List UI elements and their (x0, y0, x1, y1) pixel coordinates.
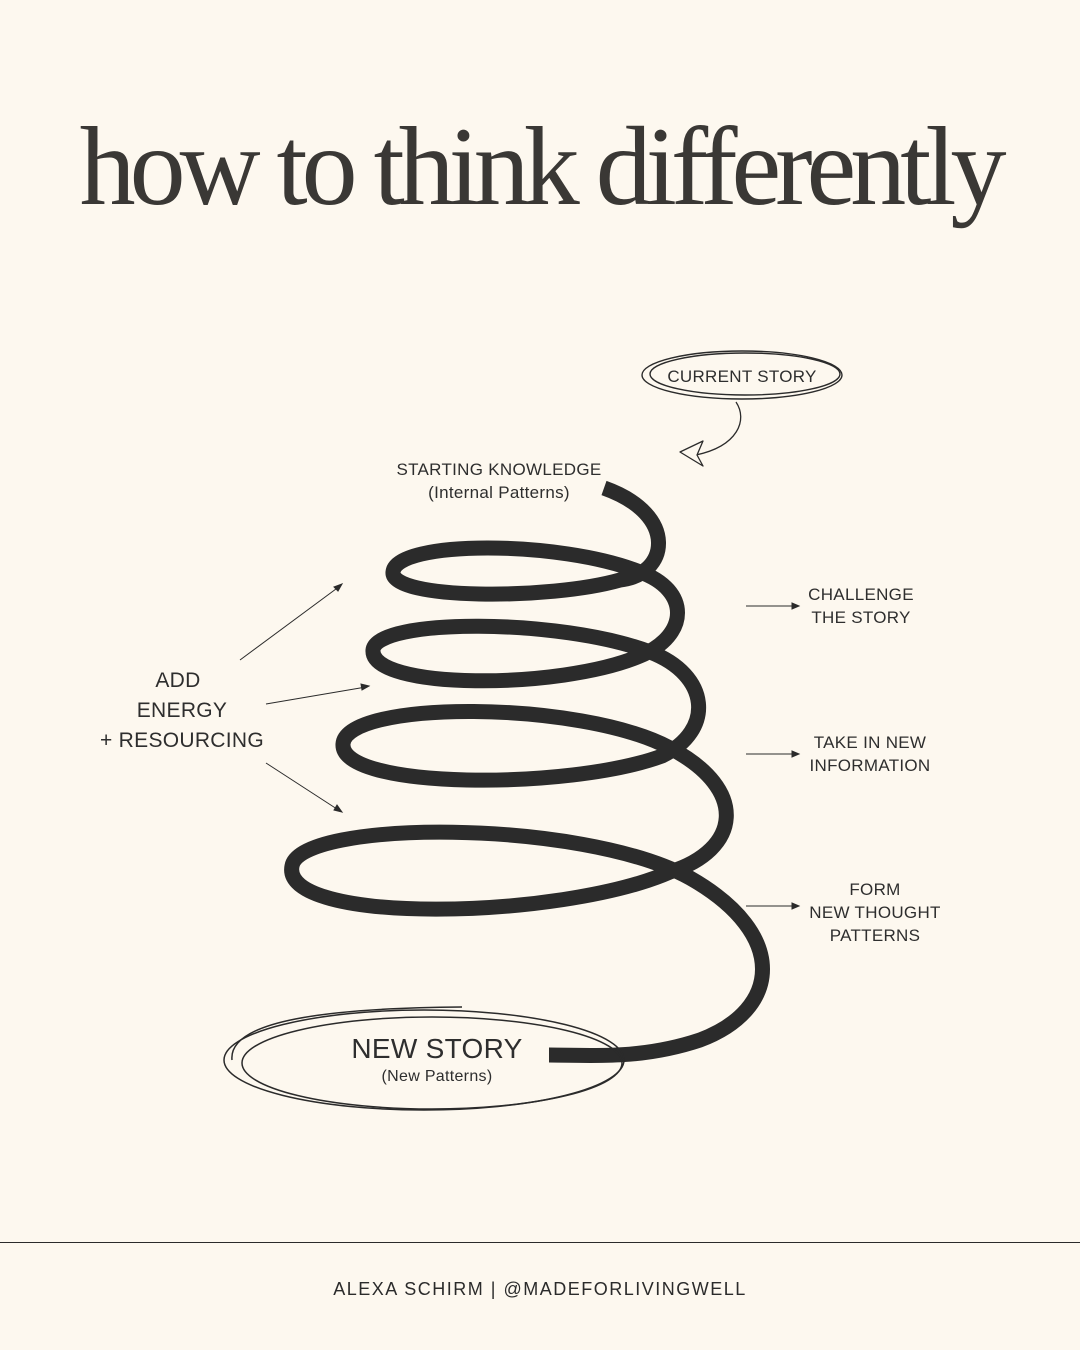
form-line-2: NEW THOUGHT (809, 903, 941, 922)
new-story-sub: (New Patterns) (381, 1068, 493, 1085)
footer-credit: ALEXA SCHIRM | @MADEFORLIVINGWELL (333, 1279, 747, 1299)
right-arrows (746, 602, 801, 910)
current-story-oval (641, 350, 843, 400)
form-line-3: PATTERNS (829, 926, 921, 945)
take-in-label: TAKE IN NEW INFORMATION (795, 731, 945, 777)
add-line-3: + RESOURCING (99, 729, 265, 752)
add-line-2: ENERGY (136, 699, 228, 722)
arrow-head-icon (679, 440, 704, 467)
add-energy-arrows (239, 583, 371, 813)
take-line-1: TAKE IN NEW (813, 733, 927, 752)
starting-knowledge-label: STARTING KNOWLEDGE (Internal Patterns) (389, 458, 609, 504)
add-line-1: ADD (155, 669, 201, 692)
spiral-path (284, 480, 770, 1064)
form-line-1: FORM (849, 880, 901, 899)
current-story-label: CURRENT STORY (667, 367, 817, 386)
new-story-label: NEW STORY (New Patterns) (317, 1033, 557, 1088)
challenge-line-2: THE STORY (811, 608, 911, 627)
challenge-line-1: CHALLENGE (808, 585, 914, 604)
add-energy-label: ADD ENERGY + RESOURCING (82, 666, 282, 756)
current-story-arrow (695, 401, 742, 456)
page-title: how to think differently (79, 105, 1007, 229)
form-label: FORM NEW THOUGHT PATTERNS (800, 878, 950, 947)
new-story-title: NEW STORY (351, 1033, 523, 1064)
take-line-2: INFORMATION (809, 756, 931, 775)
starting-knowledge-title: STARTING KNOWLEDGE (396, 460, 602, 479)
starting-knowledge-sub: (Internal Patterns) (428, 483, 570, 502)
new-story-oval (223, 1006, 625, 1111)
footer-divider (0, 1242, 1080, 1243)
challenge-label: CHALLENGE THE STORY (791, 583, 931, 629)
